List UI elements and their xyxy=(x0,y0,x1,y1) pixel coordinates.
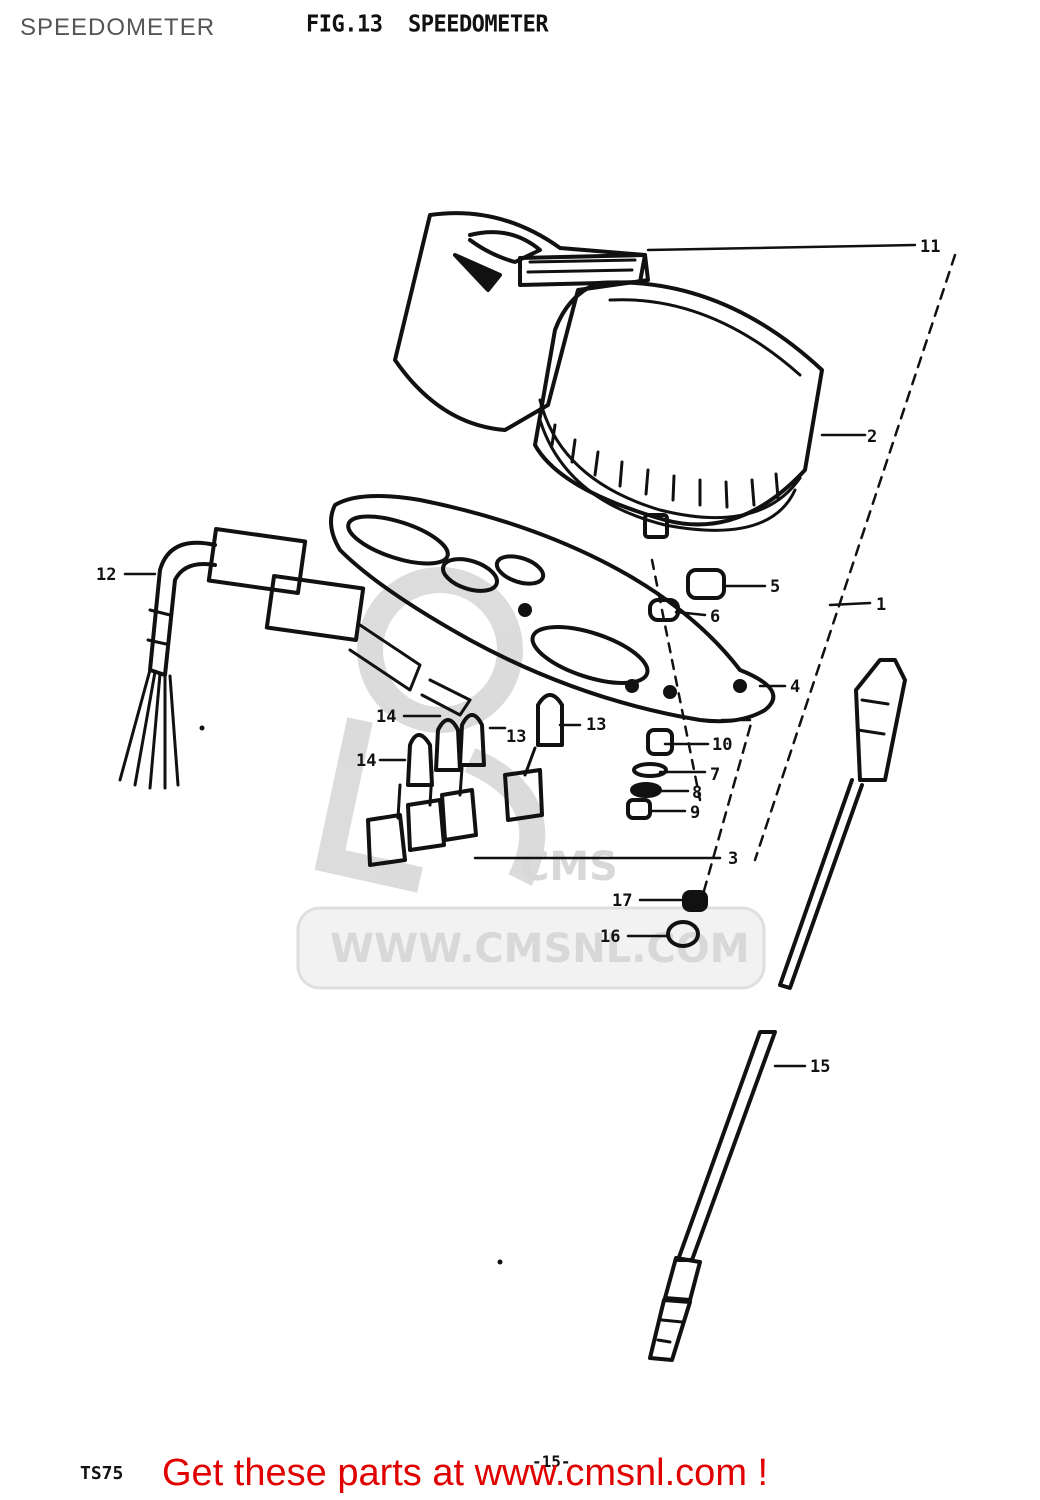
part-2-meter xyxy=(533,280,824,539)
part-4-plate xyxy=(329,494,776,724)
callout-6: 6 xyxy=(710,607,720,627)
small-hardware xyxy=(626,568,726,948)
parts-drawing xyxy=(118,211,957,1362)
callout-2: 2 xyxy=(867,427,877,447)
callout-1: 1 xyxy=(876,595,886,615)
callout-3: 3 xyxy=(728,849,738,869)
callout-13-right: 13 xyxy=(586,715,606,735)
page-number: -15- xyxy=(532,1452,571,1471)
part-1-cable xyxy=(778,658,907,990)
watermark: CMS WWW.CMSNL.COM xyxy=(296,567,766,990)
watermark-logo-text: CMS xyxy=(520,844,618,890)
callout-14-upper: 14 xyxy=(376,707,396,727)
figure-heading: FIG.13 SPEEDOMETER xyxy=(306,11,549,38)
watermark-banner xyxy=(296,906,766,990)
callout-13-left: 13 xyxy=(506,727,526,747)
callout-labels: 11 2 12 5 6 1 4 14 13 13 14 10 7 8 9 3 1… xyxy=(96,237,940,1077)
leader-lines xyxy=(123,243,957,1068)
callout-15: 15 xyxy=(810,1057,830,1077)
callout-12: 12 xyxy=(96,565,116,585)
part-11-housing xyxy=(393,211,650,432)
callout-4: 4 xyxy=(790,677,800,697)
watermark-url: WWW.CMSNL.COM xyxy=(330,926,750,972)
print-specks xyxy=(199,725,503,1265)
callout-5: 5 xyxy=(770,577,780,597)
part-12-harness xyxy=(118,526,472,790)
callout-17: 17 xyxy=(612,891,632,911)
model-code: TS75 xyxy=(80,1463,124,1484)
callout-14-lower: 14 xyxy=(356,751,376,771)
callout-16: 16 xyxy=(600,927,620,947)
parts-13-14-bulbs xyxy=(366,693,564,867)
callout-7: 7 xyxy=(710,765,720,785)
part-15-cable-inner xyxy=(648,1030,777,1362)
callout-10: 10 xyxy=(712,735,732,755)
page-title: SPEEDOMETER xyxy=(20,14,216,41)
callout-8: 8 xyxy=(692,783,702,803)
callout-11: 11 xyxy=(920,237,940,257)
callout-9: 9 xyxy=(690,803,700,823)
promo-link[interactable]: Get these parts at www.cmsnl.com ! xyxy=(162,1452,769,1494)
watermark-logo-icon xyxy=(314,567,546,893)
